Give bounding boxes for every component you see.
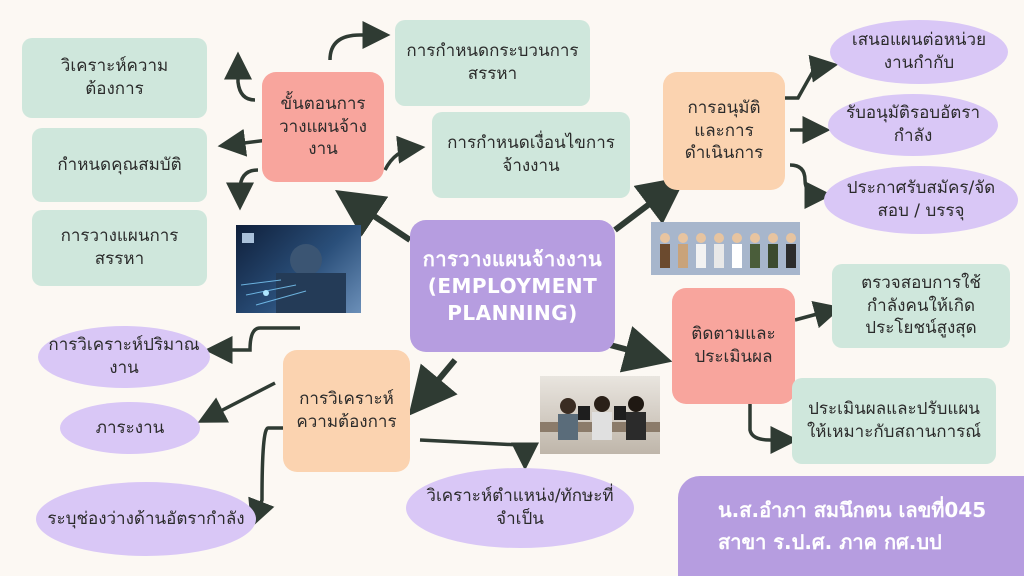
analysis-item-position-skills: วิเคราะห์ตำแหน่ง/ทักษะที่จำเป็น — [406, 468, 634, 548]
center-topic-label: การวางแผนจ้างงาน(EMPLOYMENT PLANNING) — [422, 246, 603, 325]
approval-item-receive: รับอนุมัติรอบอัตรากำลัง — [828, 94, 998, 156]
approval-item-submit: เสนอแผนต่อหน่วยงานกำกับ — [830, 20, 1008, 84]
author-credit: น.ส.อำภา สมนึกตน เลขที่045 สาขา ร.ป.ศ. ภ… — [678, 476, 1024, 576]
approval-item-announce: ประกาศรับสมัคร/จัดสอบ / บรรจุ — [824, 166, 1018, 234]
planning-item-employment-terms: การกำหนดเงื่อนไขการจ้างงาน — [432, 112, 630, 198]
workers-uniforms-illustration — [651, 222, 800, 275]
evaluation-item-check-usage: ตรวจสอบการใช้กำลังคนให้เกิดประโยชน์สูงสุ… — [832, 264, 1010, 348]
evaluation-item-adjust-plan: ประเมินผลและปรับแผนให้เหมาะกับสถานการณ์ — [792, 378, 996, 464]
planning-item-recruit-process: การกำหนดกระบวนการสรรหา — [395, 20, 590, 106]
author-program: สาขา ร.ป.ศ. ภาค กศ.บป — [718, 530, 942, 554]
analysis-item-workload-volume: การวิเคราะห์ปริมาณงาน — [38, 326, 210, 388]
planning-item-analyze-needs: วิเคราะห์ความต้องการ — [22, 38, 207, 118]
analysis-item-workload: ภาระงาน — [60, 402, 200, 454]
office-workers-photo — [540, 376, 660, 454]
planning-item-recruit-plan: การวางแผนการสรรหา — [32, 210, 207, 286]
planning-steps-node: ขั้นตอนการวางแผนจ้างงาน — [262, 72, 384, 182]
needs-analysis-node: การวิเคราะห์ความต้องการ — [283, 350, 410, 472]
business-tech-photo — [236, 225, 361, 313]
approval-node: การอนุมัติและการดำเนินการ — [663, 72, 785, 190]
planning-steps-label: ขั้นตอนการวางแผนจ้างงาน — [279, 93, 367, 160]
center-topic: การวางแผนจ้างงาน(EMPLOYMENT PLANNING) — [410, 220, 615, 352]
author-name: น.ส.อำภา สมนึกตน เลขที่045 — [718, 498, 987, 522]
evaluation-node: ติดตามและประเมินผล — [672, 288, 795, 404]
analysis-item-manpower-gap: ระบุช่องว่างด้านอัตรากำลัง — [36, 482, 256, 556]
planning-item-qualifications: กำหนดคุณสมบัติ — [32, 128, 207, 202]
